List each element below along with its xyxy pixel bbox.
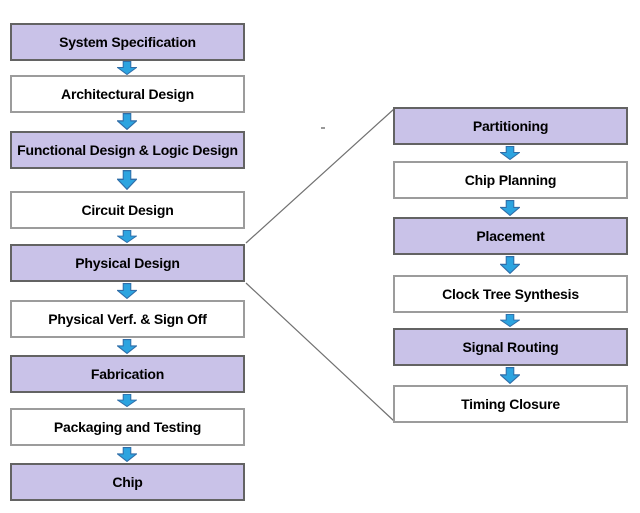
flow-down-arrow-icon bbox=[117, 447, 137, 462]
flow-down-arrow-icon bbox=[500, 256, 520, 274]
expansion-line-top bbox=[245, 108, 395, 244]
flow-step-label: Packaging and Testing bbox=[53, 419, 202, 435]
detail-step-chip-planning: Chip Planning bbox=[393, 161, 628, 199]
flow-step-label: Functional Design & Logic Design bbox=[17, 142, 238, 158]
detail-step-partitioning: Partitioning bbox=[393, 107, 628, 145]
flow-down-arrow-icon bbox=[117, 113, 137, 130]
flow-down-arrow-icon bbox=[117, 230, 137, 243]
flow-step-label: Clock Tree Synthesis bbox=[442, 286, 579, 302]
flow-down-arrow-icon bbox=[500, 367, 520, 384]
flow-step-label: Signal Routing bbox=[462, 339, 559, 355]
flow-down-arrow-icon bbox=[117, 61, 137, 75]
flow-step-label: Fabrication bbox=[90, 366, 165, 382]
flow-down-arrow-icon bbox=[117, 339, 137, 354]
flow-step-label: Timing Closure bbox=[461, 396, 560, 412]
flow-step-physical-verification-sign-off: Physical Verf. & Sign Off bbox=[10, 300, 245, 338]
flow-down-arrow-icon bbox=[117, 170, 137, 190]
detail-step-clock-tree-synthesis: Clock Tree Synthesis bbox=[393, 275, 628, 313]
flow-step-packaging-and-testing: Packaging and Testing bbox=[10, 408, 245, 446]
flow-down-arrow-icon bbox=[500, 200, 520, 216]
flow-down-arrow-icon bbox=[117, 394, 137, 407]
flow-down-arrow-icon bbox=[117, 283, 137, 299]
flow-step-label: Physical Design bbox=[75, 255, 180, 271]
flow-step-label: System Specification bbox=[59, 34, 196, 50]
flow-step-architectural-design: Architectural Design bbox=[10, 75, 245, 113]
detail-step-placement: Placement bbox=[393, 217, 628, 255]
detail-step-timing-closure: Timing Closure bbox=[393, 385, 628, 423]
flow-step-fabrication: Fabrication bbox=[10, 355, 245, 393]
flow-step-label: Architectural Design bbox=[61, 86, 194, 102]
flow-step-label: Circuit Design bbox=[81, 202, 174, 218]
flow-step-label: Physical Verf. & Sign Off bbox=[48, 311, 207, 327]
stray-mark bbox=[321, 127, 325, 129]
flow-step-system-specification: System Specification bbox=[10, 23, 245, 61]
flow-step-physical-design: Physical Design bbox=[10, 244, 245, 282]
flow-step-label: Placement bbox=[476, 228, 545, 244]
detail-step-signal-routing: Signal Routing bbox=[393, 328, 628, 366]
flow-step-circuit-design: Circuit Design bbox=[10, 191, 245, 229]
flow-step-chip: Chip bbox=[10, 463, 245, 501]
flow-step-label: Chip bbox=[112, 474, 143, 490]
expansion-line-bottom bbox=[245, 282, 395, 422]
flow-step-label: Partitioning bbox=[472, 118, 549, 134]
flow-down-arrow-icon bbox=[500, 314, 520, 327]
flow-step-label: Chip Planning bbox=[464, 172, 557, 188]
flow-down-arrow-icon bbox=[500, 146, 520, 160]
flow-step-functional-logic-design: Functional Design & Logic Design bbox=[10, 131, 245, 169]
